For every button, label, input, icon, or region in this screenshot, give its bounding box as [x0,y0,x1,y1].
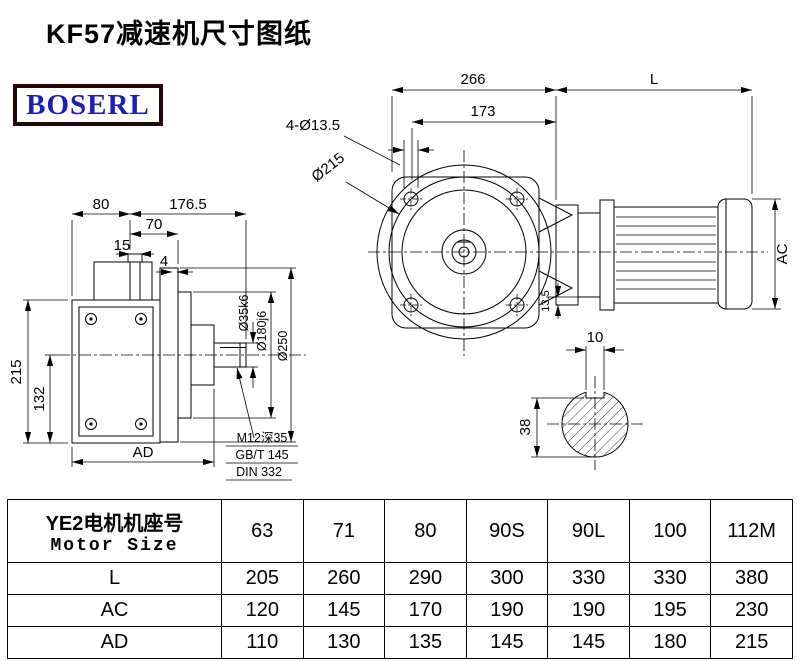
AD-value: 145 [465,626,549,659]
row-label-L: L [7,562,222,595]
AD-value: 180 [628,626,712,659]
side-view [23,210,306,481]
row-label-AC: AC [7,594,222,627]
AC-value: 190 [547,594,630,627]
note-din-standard: DIN 332 [236,465,282,479]
housing-bolt-hole [85,418,97,430]
oil-plug [127,253,143,263]
dim-L: L [650,71,658,88]
note-tap: M12深35 [237,431,288,445]
brand-logo-box: BOSERL [13,84,163,126]
motor-size-header-cell: YE2电机机座号 Motor Size [7,499,222,563]
input-cover [93,261,153,301]
dim-bolt-circle: Ø215 [309,149,348,185]
housing-rib [538,197,574,233]
motor-flange [599,199,615,311]
dim-AD: AD [133,444,154,461]
motor-size-value: 100 [628,499,712,563]
dim-38: 38 [517,419,534,436]
dim-132: 132 [31,386,48,411]
AC-value: 170 [384,594,467,627]
row-label-AD: AD [7,626,222,659]
table-row-AD: AD 110 130 135 145 145 180 215 [7,626,793,659]
AD-value: 110 [221,626,304,659]
AD-value: 215 [710,626,793,659]
housing-rib [538,270,574,306]
table-row-AC: AC 120 145 170 190 190 195 230 [7,594,793,627]
note-gb-standard: GB/T 145 [235,448,288,462]
AD-value: 145 [547,626,630,659]
L-value: 330 [547,562,630,595]
motor-size-value: 80 [384,499,467,563]
dimension-table: YE2电机机座号 Motor Size 63 71 80 90S 90L 100… [7,499,793,659]
housing-bolt-hole [135,313,147,325]
dim-AC: AC [774,243,791,264]
fan-cowl [717,198,753,310]
L-value: 205 [221,562,304,595]
AC-value: 190 [465,594,549,627]
L-value: 260 [302,562,386,595]
dim-bolt-holes: 4-Ø13.5 [286,117,340,134]
dim-266: 266 [460,71,485,88]
dim-70: 70 [146,216,163,233]
AD-value: 135 [384,626,467,659]
dim-shaft-diameter: Ø35k6 [237,295,251,332]
housing-inner [78,306,154,437]
L-value: 330 [628,562,712,595]
table-row-L: L 205 260 290 300 330 330 380 [7,562,793,595]
motor-adapter-step [577,212,601,298]
dim-spigot-diameter: Ø180j6 [255,311,269,351]
L-value: 380 [710,562,793,595]
motor-size-label-en: Motor Size [50,535,179,556]
AC-value: 195 [628,594,712,627]
L-value: 290 [384,562,467,595]
front-view-labels: 266 L 173 4-Ø13.5 Ø215 AC 13.5 [286,71,791,312]
AC-value: 120 [221,594,304,627]
motor-size-value: 63 [221,499,304,563]
table-row-motor-size: YE2电机机座号 Motor Size 63 71 80 90S 90L 100… [7,499,793,563]
L-value: 300 [465,562,549,595]
dim-4: 4 [160,253,168,270]
dim-176-5: 176.5 [169,196,207,213]
side-view-labels: 80 176.5 70 15 4 215 132 AD Ø35k6 Ø180j6… [8,196,290,479]
dim-80: 80 [93,196,110,213]
dim-flange-diameter: Ø250 [276,331,290,362]
brand-logo-text: BOSERL [26,88,150,121]
bolt-circle-leader [345,181,400,215]
dim-173: 173 [470,103,495,120]
dim-215: 215 [8,359,25,384]
motor-size-value: 90L [547,499,630,563]
dim-10: 10 [587,329,604,346]
AC-value: 145 [302,594,386,627]
housing-outline [71,299,161,444]
housing-bolt-hole [85,313,97,325]
AC-value: 230 [710,594,793,627]
motor-size-value: 90S [465,499,549,563]
housing-bolt-hole [135,418,147,430]
AD-value: 130 [302,626,386,659]
tap-note-leader [236,367,255,439]
technical-drawing: 80 176.5 70 15 4 215 132 AD Ø35k6 Ø180j6… [8,71,791,481]
motor-adapter [555,204,579,306]
page-title: KF57减速机尺寸图纸 [46,19,313,49]
holes-leader [343,135,401,166]
dim-15: 15 [114,237,131,254]
shaft-section-view [531,346,643,470]
shaft-section-labels: 10 38 [517,329,603,435]
dim-13-5: 13.5 [540,290,552,311]
front-view [343,86,781,356]
motor-size-value: 71 [302,499,386,563]
motor-size-label-cn: YE2电机机座号 [45,512,184,535]
motor-size-value: 112M [710,499,793,563]
